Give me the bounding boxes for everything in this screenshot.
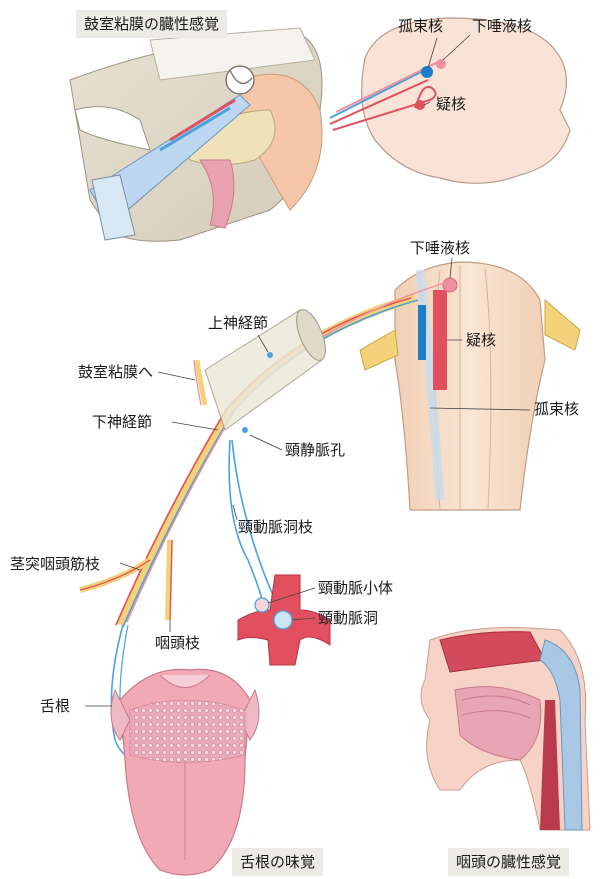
label-ambiguus: 疑核 — [466, 331, 496, 349]
label-solitary-top: 孤束核 — [398, 17, 443, 35]
label-tympanic-branch: 鼓室粘膜へ — [78, 363, 153, 381]
pharynx-illustration — [421, 628, 590, 831]
label-stylopharyngeal-branch: 茎突咽頭筋枝 — [10, 555, 100, 573]
label-superior-ganglion: 上神経節 — [208, 314, 268, 332]
label-pharyngeal-branch: 咽頭枝 — [155, 634, 200, 652]
title-pharynx: 咽頭の臓性感覚 — [448, 848, 569, 876]
tongue — [111, 669, 259, 875]
label-carotid-sinus-branch: 頸動脈洞枝 — [238, 518, 313, 536]
label-solitary: 孤束核 — [534, 400, 579, 418]
label-salivatory: 下唾液核 — [410, 239, 470, 257]
label-jugular-foramen: 頸静脈孔 — [285, 441, 345, 459]
label-ambiguus-top: 疑核 — [436, 95, 466, 113]
label-salivatory-top: 下唾液核 — [472, 17, 532, 35]
brainstem — [360, 262, 580, 510]
label-tongue-root: 舌根 — [40, 697, 70, 715]
ear-illustration — [70, 28, 322, 241]
title-ear: 鼓室粘膜の臓性感覚 — [76, 10, 227, 38]
title-tongue: 舌根の味覚 — [232, 848, 323, 876]
label-carotid-body: 頸動脈小体 — [318, 579, 393, 597]
carotid-artery — [238, 575, 330, 665]
label-carotid-sinus: 頸動脈洞 — [318, 609, 378, 627]
label-inferior-ganglion: 下神経節 — [92, 413, 152, 431]
